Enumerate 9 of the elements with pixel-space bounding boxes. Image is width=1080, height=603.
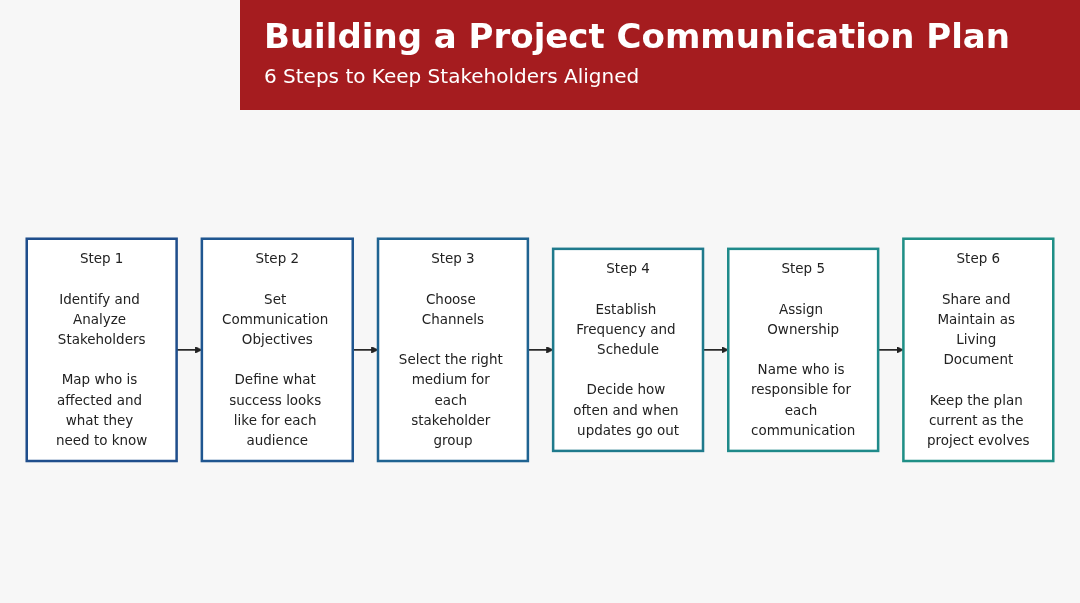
node-box: Step 4 Establish Frequency and Schedule Decide how often and when updates go out	[551, 247, 705, 453]
title: Building a Project Communication Plan	[264, 16, 1010, 56]
subtitle: 6 Steps to Keep Stakeholders Aligned	[264, 64, 640, 88]
arrow	[527, 346, 554, 354]
node-box: Step 1 Identify and Analyze Stakeholders Map who is affected and what they need to know	[25, 237, 178, 463]
node-box: Step 2 Set Communication Objectives Define what success looks like for each audience	[200, 237, 354, 463]
node-box: Step 3 Choose Channels Select the right medium for each stakeholder group	[376, 237, 530, 463]
node-box: Step 6 Share and Maintain as Living Document Keep the plan current as the project evolves	[902, 237, 1055, 463]
node-box: Step 5 Assign Ownership Name who is responsible for each communication	[727, 247, 880, 453]
